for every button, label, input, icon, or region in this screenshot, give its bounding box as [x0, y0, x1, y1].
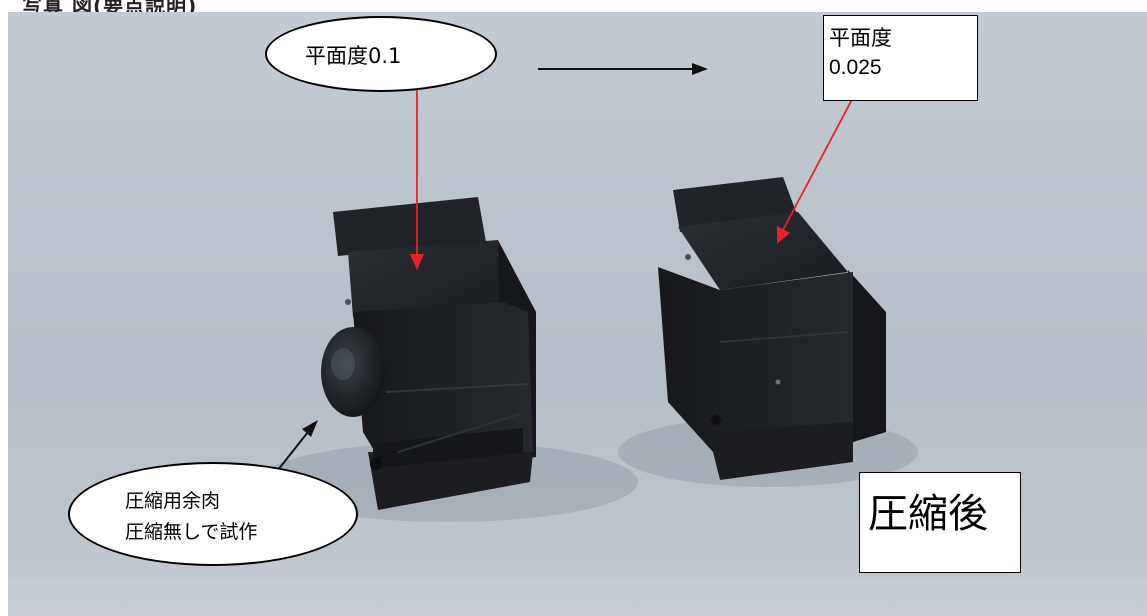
callout-flatness-after-line1: 平面度: [829, 26, 892, 50]
part-right: [658, 177, 886, 480]
header-title-strip: 写真 図(要点説明): [0, 0, 1147, 12]
label-after-compression-text: 圧縮後: [868, 491, 988, 537]
callout-flatness-before-text: 平面度0.1: [305, 44, 402, 68]
callout-flatness-after: 平面度 0.025: [823, 15, 978, 101]
red-arrow-head-icon-right: [777, 226, 790, 244]
part-left: [321, 197, 536, 510]
callout-note-line1: 圧縮用余肉: [125, 490, 221, 512]
header-title: 写真 図(要点説明): [22, 0, 198, 12]
product-photo: 平面度0.1 平面度 0.025 圧縮用余肉 圧縮無しで試作 圧縮後: [8, 12, 1147, 616]
label-after-compression: 圧縮後: [859, 472, 1021, 573]
callout-flatness-before: 平面度0.1: [265, 16, 497, 92]
right-arrow-head-icon: [692, 63, 708, 75]
red-arrow-head-icon-left: [410, 254, 424, 270]
callout-flatness-after-line2: 0.025: [829, 56, 882, 79]
callout-note: 圧縮用余肉 圧縮無しで試作: [68, 462, 358, 566]
callout-note-line2: 圧縮無しで試作: [125, 521, 258, 543]
black-arrow-head-icon: [302, 420, 318, 437]
